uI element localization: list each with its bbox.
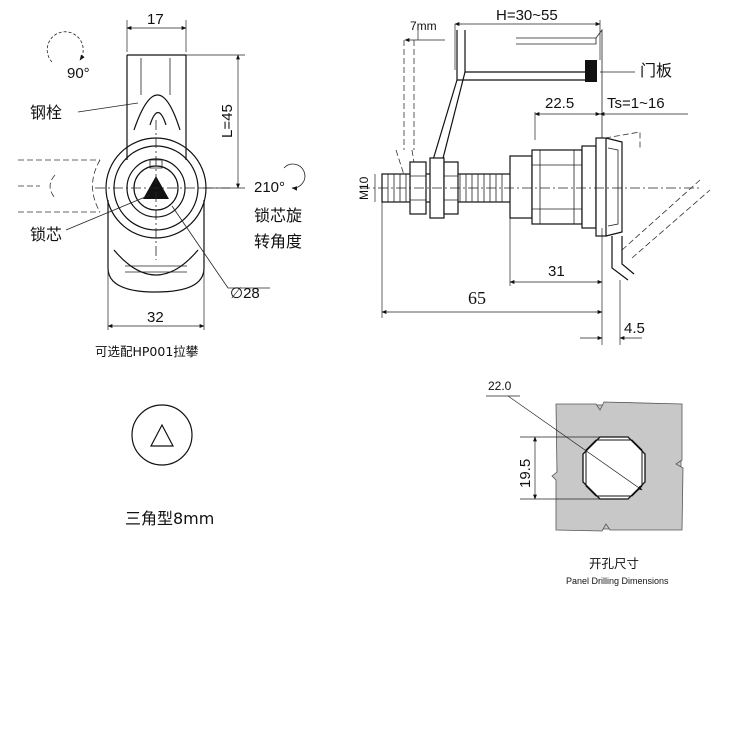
dim-length-label: L=45	[219, 104, 236, 138]
dim-diameter: ∅28	[171, 205, 270, 302]
dim-diameter-label: ∅28	[230, 285, 260, 302]
bolt-body	[126, 54, 187, 160]
dim-length: L=45	[186, 54, 245, 189]
dim-4-5: 4.5	[580, 280, 645, 345]
dim-31: 31	[509, 218, 603, 286]
dim-range: H=30~55	[454, 7, 601, 70]
door-panel-marker: 门板	[585, 60, 672, 82]
triangle-key-icon	[150, 423, 174, 447]
dim-65-label: 65	[468, 288, 486, 308]
dim-32: 32	[107, 270, 205, 330]
handle-dashed	[604, 131, 711, 281]
lower-tab	[107, 200, 205, 293]
cutout-hole	[582, 436, 646, 500]
door-panel-label: 门板	[640, 61, 672, 80]
panel-cutout-caption-cn: 开孔尺寸	[589, 556, 639, 571]
angle-210-label: 210°	[254, 179, 285, 196]
rotate-210-icon: 210° 锁芯旋 转角度	[254, 163, 306, 251]
dim-thickness: Ts=1~16	[599, 95, 688, 116]
optional-handle-caption: 可选配HP001拉攀	[95, 344, 199, 359]
angle-90-label: 90°	[67, 65, 90, 82]
dim-4-5-label: 4.5	[624, 320, 645, 337]
triangle-key-view: 三角型8mm	[125, 404, 214, 528]
lever-rotated-dashed	[18, 159, 101, 213]
dim-17-label: 17	[147, 11, 164, 28]
side-view: 7mm H=30~55 门板	[357, 7, 711, 345]
lock-body	[509, 137, 623, 237]
dim-22-5-label: 22.5	[545, 95, 574, 112]
dim-31-label: 31	[548, 263, 565, 280]
dim-diagonal-label: 22.0	[488, 379, 512, 393]
dim-17: 17	[126, 11, 187, 52]
triangle-key-caption: 三角型8mm	[125, 509, 214, 528]
label-core: 锁芯	[30, 194, 151, 244]
front-view: 17 90° 钢栓 L=45 210° 锁芯旋 转角度 锁	[18, 11, 306, 359]
bolt-label-text: 钢栓	[30, 103, 62, 122]
label-bolt: 钢栓	[30, 102, 139, 122]
panel-cutout-caption-en: Panel Drilling Dimensions	[566, 576, 669, 586]
core-rotation-label-2: 转角度	[254, 232, 302, 251]
panel-cutout-view: 22.0 19.5 开孔尺寸 Panel Drilling Dimensions	[486, 379, 684, 586]
thread-m10-label: M10	[357, 176, 371, 200]
dim-thickness-label: Ts=1~16	[607, 95, 665, 112]
lever-rotated-dashed	[395, 40, 421, 201]
dim-range-label: H=30~55	[496, 7, 558, 24]
dim-flat-label: 19.5	[517, 459, 534, 488]
lever-arm	[429, 28, 603, 175]
core-label-text: 锁芯	[30, 225, 62, 244]
rotate-90-icon: 90°	[46, 31, 90, 82]
dim-65: 65	[381, 202, 603, 345]
dim-7mm-label: 7mm	[410, 19, 437, 33]
dim-22-5: 22.5	[534, 95, 601, 140]
dim-7mm: 7mm	[404, 19, 445, 42]
dim-32-label: 32	[147, 309, 164, 326]
core-rotation-label-1: 锁芯旋	[254, 206, 302, 225]
